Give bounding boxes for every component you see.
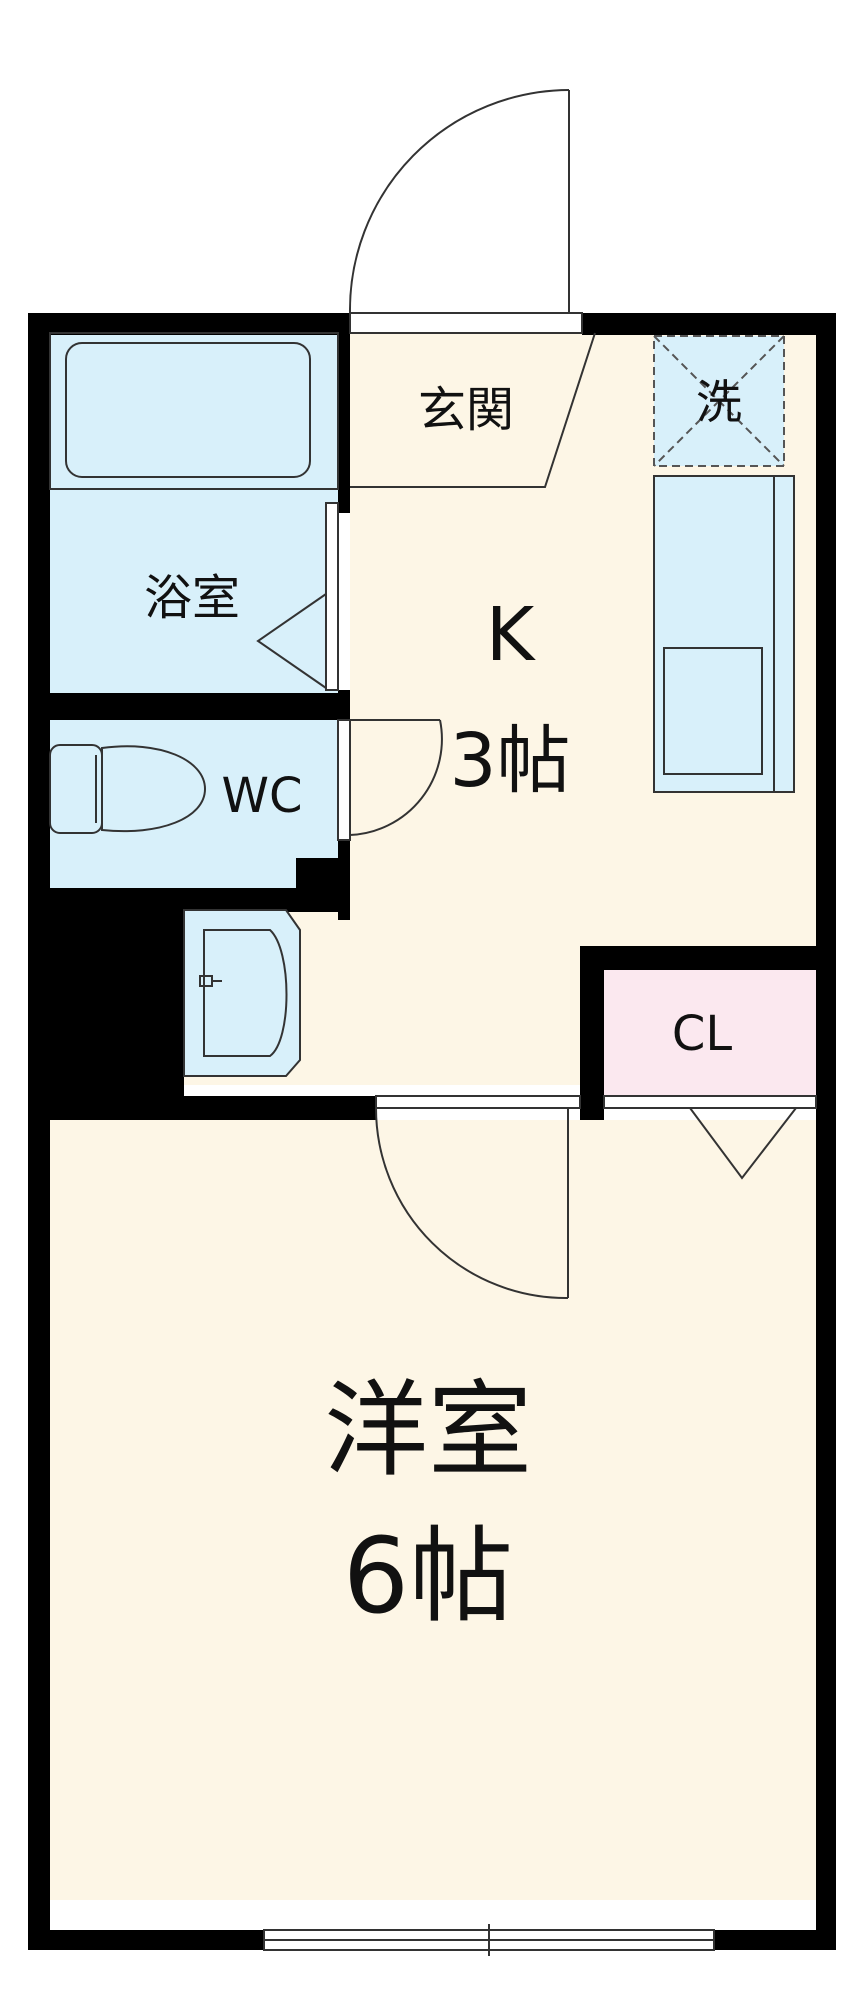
bathroom-door-fold (256, 593, 327, 689)
window (263, 1924, 715, 1956)
bathroom-floor (50, 333, 338, 693)
western-room-size-label: 6帖 (343, 1515, 513, 1637)
vanity-counter (183, 909, 301, 1077)
genkan-step (350, 332, 596, 488)
wall-bottom-left (28, 1930, 264, 1950)
genkan-step-line (350, 332, 596, 488)
wall-vanity-left (28, 888, 184, 1106)
entrance-door (348, 89, 583, 334)
wall-kitchen-western-left (28, 1096, 376, 1120)
washer-cross-b (653, 335, 785, 467)
wc-door (337, 719, 443, 841)
bathroom-label: 浴室 (144, 570, 240, 626)
kitchen-size-label: 3帖 (449, 718, 570, 804)
wall-right (816, 313, 836, 1950)
kitchen-sink (663, 647, 763, 775)
closet-label: CL (672, 1006, 733, 1062)
wall-left (28, 313, 50, 1950)
wall-top-right (582, 313, 836, 335)
walls (28, 313, 836, 1950)
western-door-swing (375, 1107, 569, 1300)
wc-corner-block (296, 858, 350, 912)
genkan-label: 玄関 (418, 382, 514, 438)
vanity-basin (203, 929, 288, 1057)
closet-door-fold (689, 1107, 797, 1180)
wc-door-swing (349, 719, 443, 836)
toilet-bowl (101, 745, 207, 833)
kitchen-counter-body (653, 475, 795, 793)
kitchen-label: K (486, 592, 537, 678)
room-labels: 玄関 洗 浴室 WC K 3帖 CL 洋室 6帖 (144, 375, 742, 1637)
kitchen-counter (653, 475, 795, 793)
closet-door-frame (603, 1095, 817, 1109)
vanity (183, 909, 301, 1077)
bathtub (49, 332, 339, 490)
bathtub-outline (49, 332, 339, 490)
wall-bottom-right (714, 1930, 836, 1950)
western-room-door (375, 1095, 581, 1300)
wall-closet-top (580, 946, 836, 970)
western-door-frame (375, 1095, 581, 1109)
wc-label: WC (222, 768, 303, 824)
bathtub-basin (65, 342, 311, 478)
wc-door-frame (337, 719, 351, 841)
closet-door (603, 1095, 817, 1180)
wall-closet-left (580, 946, 604, 1120)
bathroom-door-frame (325, 502, 339, 691)
toilet (49, 744, 207, 834)
western-room-floor (50, 1120, 816, 1900)
wall-top-left (28, 313, 350, 335)
entrance-threshold (349, 312, 583, 334)
entrance-door-swing (348, 89, 570, 314)
wall-bath-right-top (338, 333, 350, 513)
washer-space (653, 335, 785, 467)
washer-label: 洗 (696, 375, 742, 429)
western-room-label: 洋室 (324, 1369, 532, 1491)
closet-floor (604, 970, 816, 1096)
wall-bath-wc (28, 693, 350, 720)
bathroom-door (256, 502, 339, 691)
